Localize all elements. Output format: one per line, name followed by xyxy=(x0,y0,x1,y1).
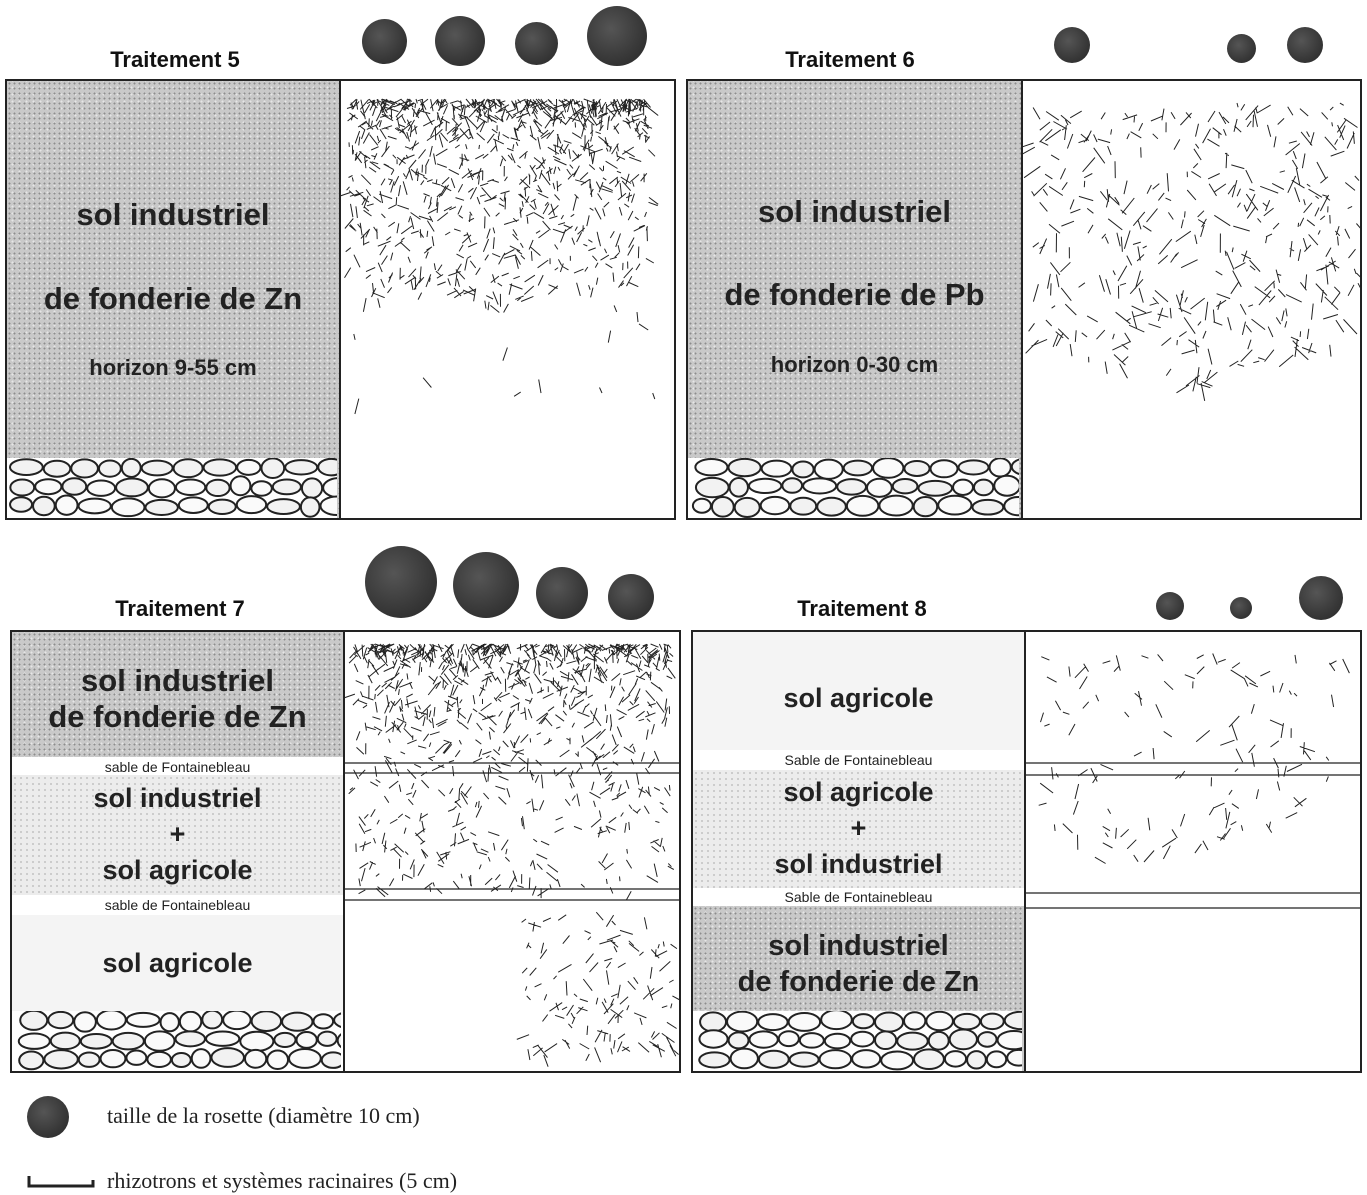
rosette-t8-1 xyxy=(1156,592,1184,620)
rosette-t5-3 xyxy=(515,22,558,65)
t6-rhizotron: sol industriel de fonderie de Pb horizon… xyxy=(686,79,1362,520)
t7-layer-mix: sol industriel + sol agricole xyxy=(12,775,343,895)
t5-title: Traitement 5 xyxy=(110,47,240,72)
t7-rhizotron: sol industriel de fonderie de Zn sable d… xyxy=(10,630,681,1073)
t5-label-line1: sol industriel xyxy=(76,197,270,232)
t8-root-system xyxy=(1026,653,1362,909)
t6-soil-column: sol industriel de fonderie de Pb horizon… xyxy=(688,81,1023,518)
t8-top-label: sol agricole xyxy=(783,683,934,713)
rosette-t6-1 xyxy=(1054,27,1090,63)
legend-rosette-icon xyxy=(27,1096,69,1138)
t6-label-line2: de fonderie de Pb xyxy=(724,277,985,312)
t7-soil-column: sol industriel de fonderie de Zn sable d… xyxy=(12,632,345,1071)
t8-mid-line1: sol agricole xyxy=(783,777,934,807)
t7-mid-line1: sol industriel xyxy=(93,783,262,813)
t7-mid-plus: + xyxy=(169,819,186,849)
t7-mid-line2: sol agricole xyxy=(102,855,253,885)
rosette-t5-1 xyxy=(362,19,407,64)
legend-scale-text: rhizotrons et systèmes racinaires (5 cm) xyxy=(107,1168,458,1193)
legend-scale-bar-icon xyxy=(27,1176,95,1188)
t5-label-line2: de fonderie de Zn xyxy=(43,281,303,316)
t5-gravel-layer xyxy=(7,458,337,518)
t7-sable-2: sable de Fontainebleau xyxy=(104,897,251,913)
t7-root-system xyxy=(345,643,681,1067)
t7-bottom-label: sol agricole xyxy=(102,948,253,978)
rosette-t6-2 xyxy=(1227,34,1256,63)
t7-top-line2: de fonderie de Zn xyxy=(48,699,307,734)
t6-root-system xyxy=(1023,102,1362,401)
t8-layer-agricole: sol agricole xyxy=(693,632,1024,750)
rosette-t7-1 xyxy=(365,546,437,618)
t7-top-line1: sol industriel xyxy=(81,663,274,698)
t8-bot-line1: sol industriel xyxy=(768,930,949,962)
rosette-t5-4 xyxy=(587,6,647,66)
rosette-t5-2 xyxy=(435,16,485,66)
t8-sable-2: Sable de Fontainebleau xyxy=(784,889,933,905)
t5-label-horizon: horizon 9-55 cm xyxy=(89,355,257,380)
t8-layer-mix: sol agricole + sol industriel xyxy=(693,770,1024,888)
t8-gravel-layer xyxy=(693,1011,1022,1071)
rosette-t7-2 xyxy=(453,552,519,618)
rosette-t8-2 xyxy=(1230,597,1252,619)
t6-label-line1: sol industriel xyxy=(758,194,951,229)
t8-bot-line2: de fonderie de Zn xyxy=(737,966,980,998)
t7-layer-industrial-zn: sol industriel de fonderie de Zn xyxy=(12,632,343,757)
rosette-t8-3 xyxy=(1299,576,1343,620)
t5-root-system xyxy=(341,98,659,415)
t8-rhizotron: sol agricole Sable de Fontainebleau sol … xyxy=(691,630,1362,1073)
rosette-t7-4 xyxy=(608,574,654,620)
t7-title: Traitement 7 xyxy=(115,596,245,621)
rosette-t6-3 xyxy=(1287,27,1323,63)
t5-soil-column: sol industriel de fonderie de Zn horizon… xyxy=(7,81,341,518)
t8-mid-line2: sol industriel xyxy=(774,849,943,879)
t7-gravel-layer xyxy=(12,1011,341,1071)
t6-gravel-layer xyxy=(688,458,1019,518)
t6-label-horizon: horizon 0-30 cm xyxy=(770,352,939,377)
legend-rosette-text: taille de la rosette (diamètre 10 cm) xyxy=(107,1103,420,1128)
t8-soil-column: sol agricole Sable de Fontainebleau sol … xyxy=(693,632,1026,1071)
t7-sable-1: sable de Fontainebleau xyxy=(104,759,251,775)
t7-layer-agricole: sol agricole xyxy=(12,915,343,1015)
t6-title: Traitement 6 xyxy=(785,47,915,72)
t5-rhizotron: sol industriel de fonderie de Zn horizon… xyxy=(5,79,676,520)
rosette-t7-3 xyxy=(536,567,588,619)
t8-title: Traitement 8 xyxy=(797,596,927,621)
t8-mid-plus: + xyxy=(850,813,867,843)
t8-sable-1: Sable de Fontainebleau xyxy=(784,752,933,768)
